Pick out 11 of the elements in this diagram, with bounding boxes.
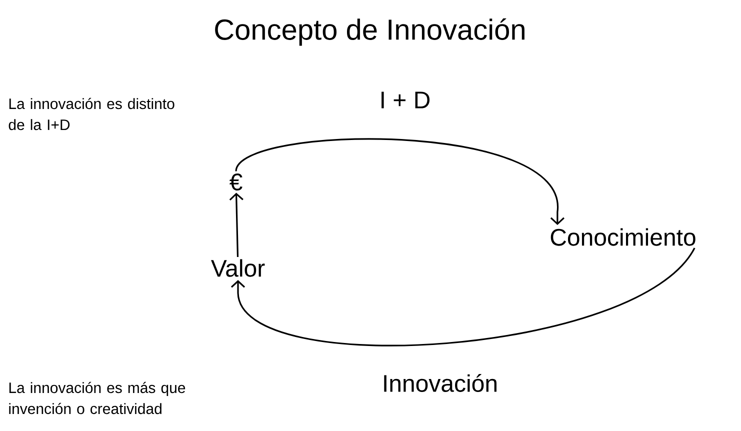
title: Concepto de Innovación	[215, 18, 524, 46]
arrow	[229, 192, 244, 257]
node-label: €	[230, 174, 242, 190]
note: La innovación es más que invención o creatividad	[9, 382, 186, 414]
node-label: Conocimiento	[550, 228, 696, 246]
edge-label: I + D	[382, 92, 430, 108]
note: La innovación es distinto de la I+D	[8, 98, 174, 130]
arrow	[230, 248, 696, 346]
arrow	[235, 138, 564, 225]
node-label: Valor	[211, 259, 265, 277]
edge-label: Innovación	[384, 374, 496, 392]
